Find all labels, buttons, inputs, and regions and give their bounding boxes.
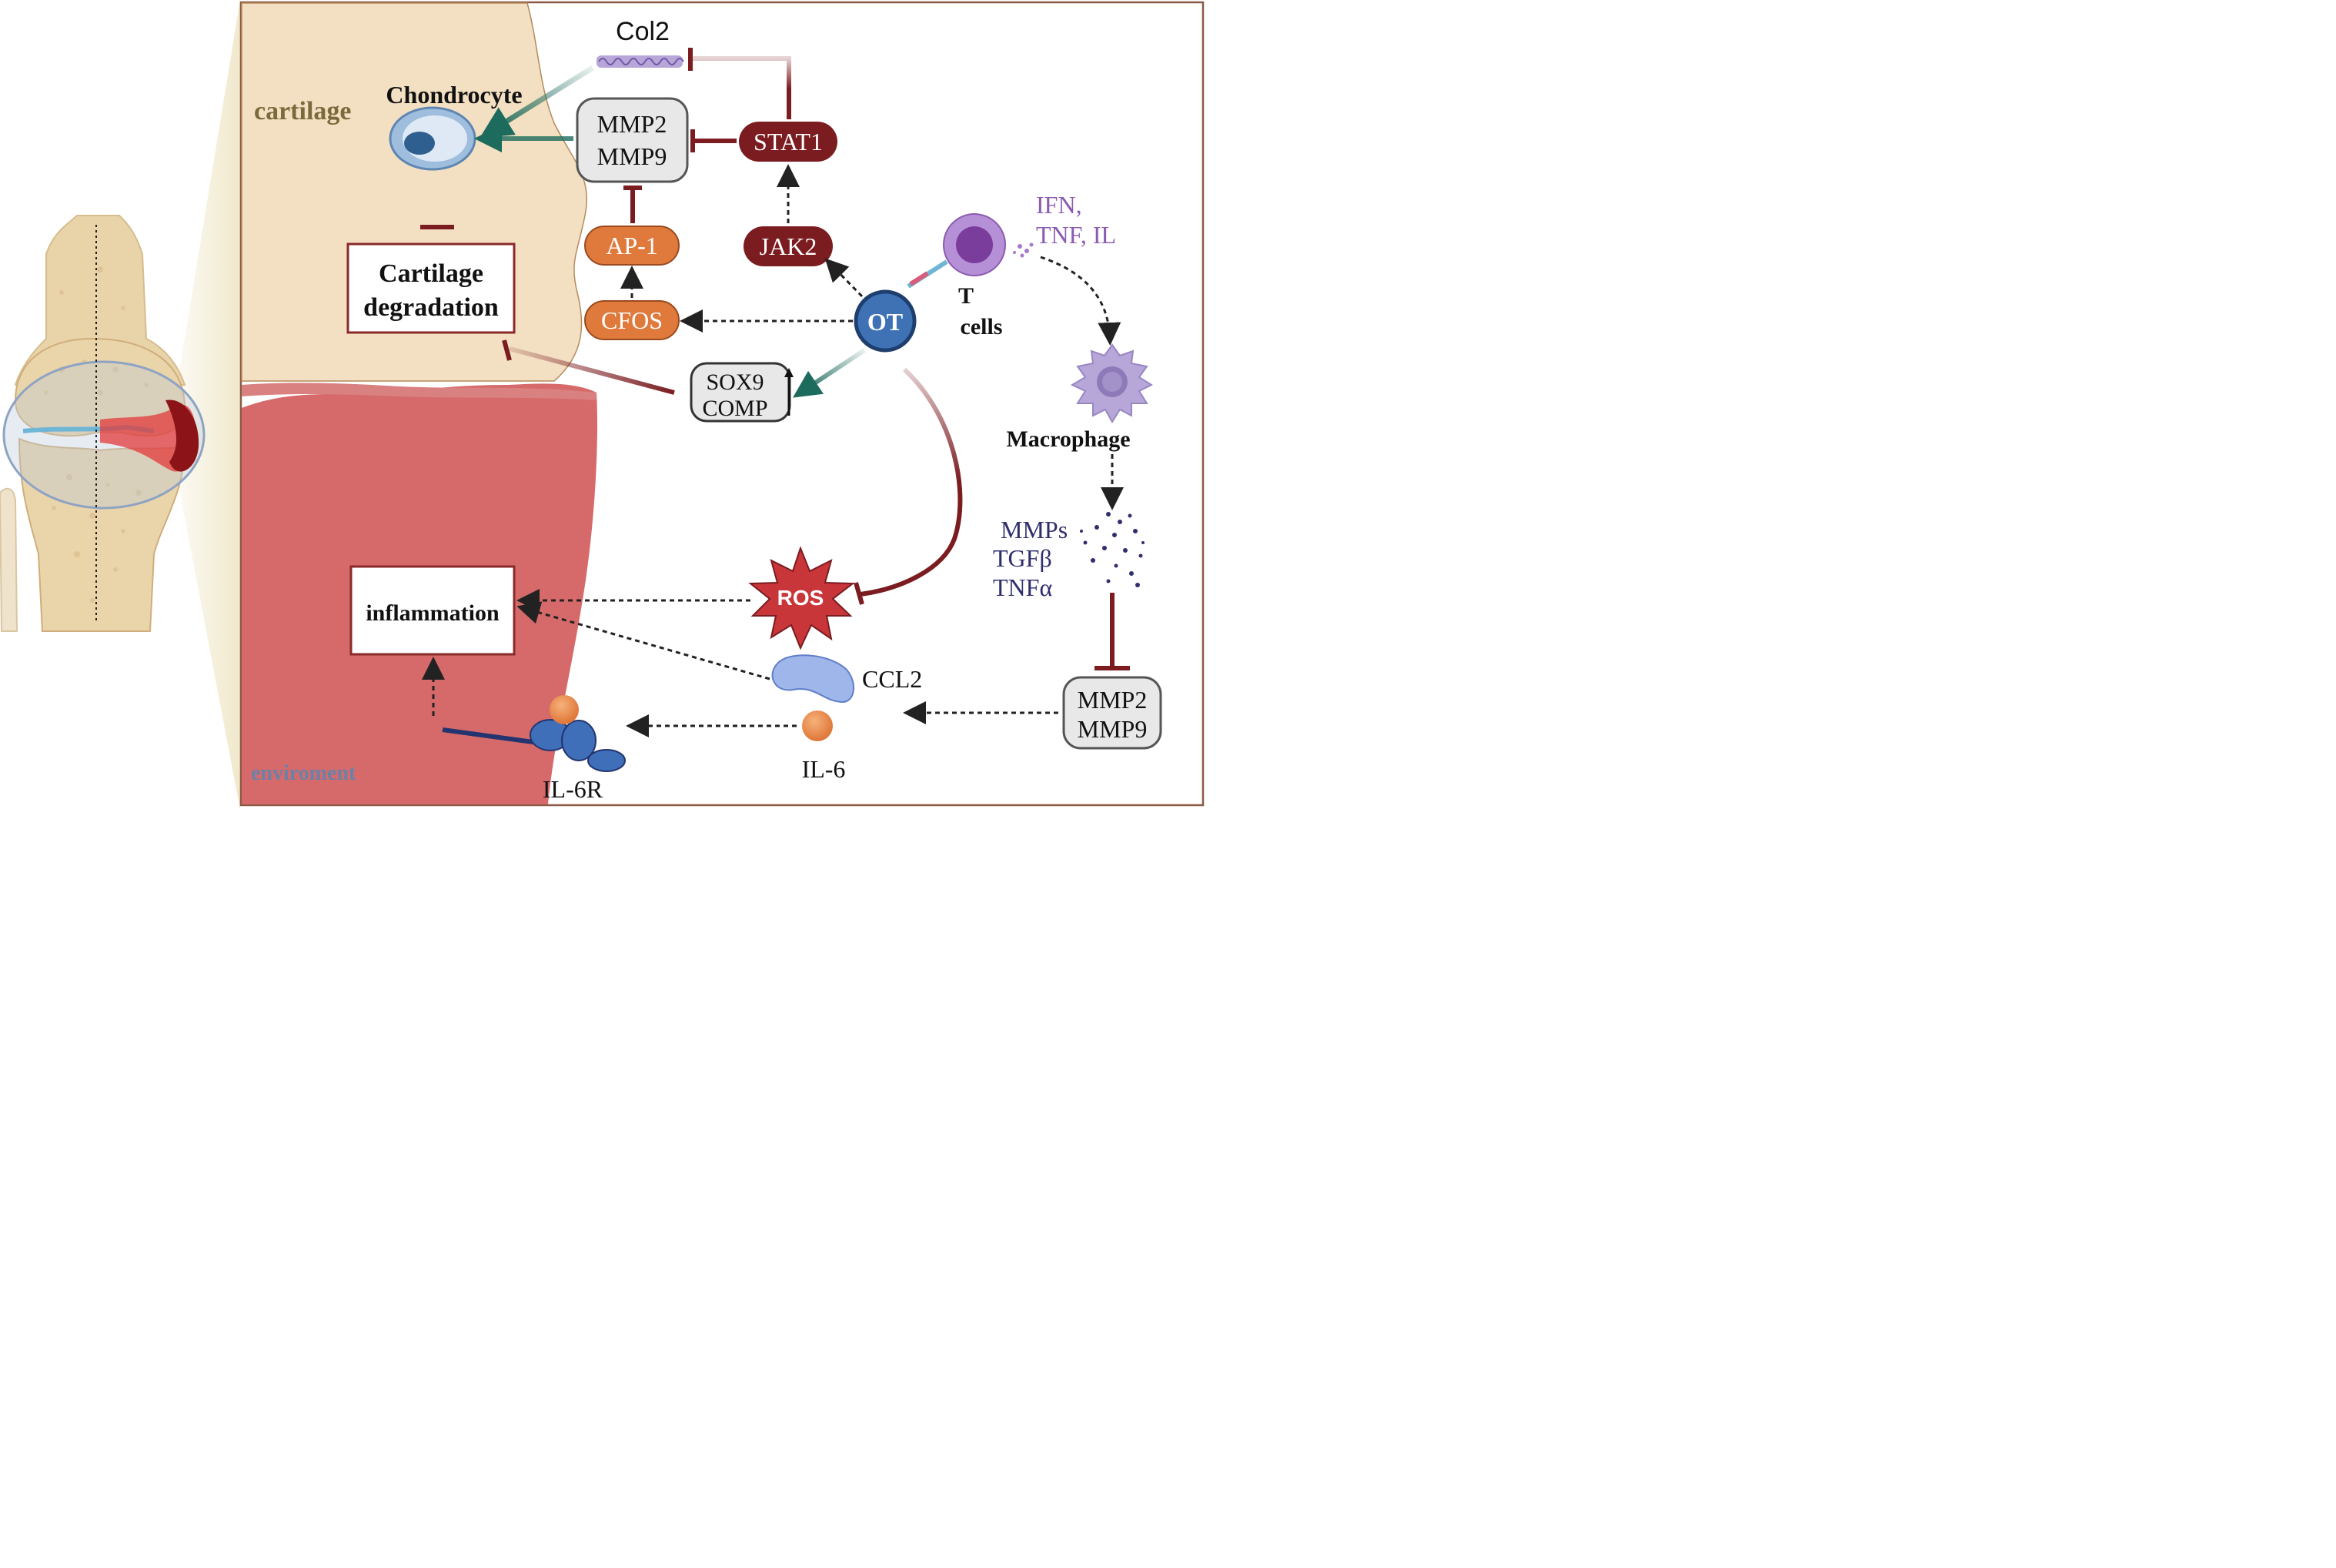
ccl2-protein-icon	[771, 654, 854, 704]
mmp-top-line1: MMP2	[597, 110, 667, 138]
bone-texture	[44, 266, 149, 603]
macrophage-cell	[1070, 343, 1154, 423]
inflammation-box	[349, 565, 516, 656]
chondrocyte-label: Chondrocyte	[386, 81, 522, 109]
mmp-bottom-line1: MMP2	[1078, 686, 1148, 714]
ccl2-label: CCL2	[862, 665, 922, 693]
mmp-top-line2: MMP9	[597, 142, 667, 170]
macro-cytokine-line2: TGFβ	[993, 544, 1052, 572]
il6-ligand-icon	[802, 710, 833, 741]
tcell-cytokine-line1: IFN,	[1036, 191, 1082, 219]
jak2-label: JAK2	[760, 232, 817, 260]
t-cells-label-line2: cells	[961, 314, 1003, 339]
ot-label: OT	[867, 308, 903, 336]
ot-node	[854, 289, 917, 353]
cartilage-degradation-box	[346, 242, 516, 334]
tcell-cytokine-dots	[1013, 242, 1034, 258]
sox9-to-degradation-line	[509, 346, 675, 395]
ros-burst-icon	[748, 546, 855, 650]
diagram-canvas: cartilage enviroment Chondrocyte Cartila…	[0, 0, 1207, 810]
environment-region-label: enviroment	[251, 761, 356, 785]
tcell-cytokine-line2: TNF, IL	[1036, 221, 1116, 249]
cfos-node	[584, 300, 680, 340]
ap1-label: AP-1	[606, 232, 658, 259]
tibia-bone	[18, 437, 186, 632]
femur-bone	[14, 215, 186, 386]
sox9-to-degradation-bar	[502, 339, 512, 361]
jak2-node	[744, 226, 833, 266]
macrophage-label: Macrophage	[1006, 426, 1130, 452]
degradation-label-line1: Cartilage	[379, 259, 483, 288]
knee-joint-illustration	[0, 0, 240, 810]
comp-label: COMP	[702, 396, 767, 421]
ot-to-sox9-arrow	[792, 348, 866, 398]
macro-cytokine-line3: TNFα	[993, 573, 1052, 601]
inflammation-label: inflammation	[366, 600, 500, 626]
ap1-node	[584, 226, 680, 266]
mmp-bottom-line2: MMP9	[1078, 715, 1148, 743]
zoom-band	[177, 0, 240, 810]
t-cell	[907, 213, 1006, 289]
il6r-label: IL-6R	[543, 775, 603, 803]
col2-to-chondrocyte-arrow	[480, 65, 594, 139]
il6-label: IL-6	[802, 755, 846, 783]
col2-fiber	[597, 55, 684, 68]
ros-label: ROS	[777, 586, 824, 610]
macrophage-cytokine-dots	[1080, 512, 1145, 587]
upregulation-arrow-icon	[784, 368, 794, 416]
ot-to-ros-bar	[854, 582, 864, 605]
macro-cytokine-line1: MMPs	[1001, 516, 1068, 543]
inflamed-region	[100, 404, 196, 472]
region-boundary	[242, 383, 597, 400]
ot-to-ros-line	[860, 367, 963, 597]
il6-receptor-icon	[442, 695, 626, 772]
col2-label: Col2	[616, 17, 670, 46]
stat1-label: STAT1	[754, 128, 823, 155]
ccl2-to-inflammation-arrow	[516, 601, 770, 680]
stat1-to-col2-line	[690, 56, 791, 119]
chondrocyte-cell	[389, 106, 476, 171]
fibula-bone	[0, 487, 18, 632]
cfos-label: CFOS	[601, 306, 663, 334]
cartilage-region-label: cartilage	[254, 97, 352, 125]
chondrocyte-nucleus	[404, 132, 435, 155]
damaged-cartilage	[165, 400, 199, 472]
sox9-label: SOX9	[706, 369, 764, 395]
mmp-bottom-box	[1062, 676, 1162, 750]
mmp-top-box	[576, 97, 689, 183]
pathway-diagram: cartilage enviroment Chondrocyte Cartila…	[0, 0, 1205, 810]
degradation-label-line2: degradation	[363, 293, 499, 322]
stat1-node	[739, 122, 837, 162]
t-cells-label-line1: T	[958, 283, 974, 309]
